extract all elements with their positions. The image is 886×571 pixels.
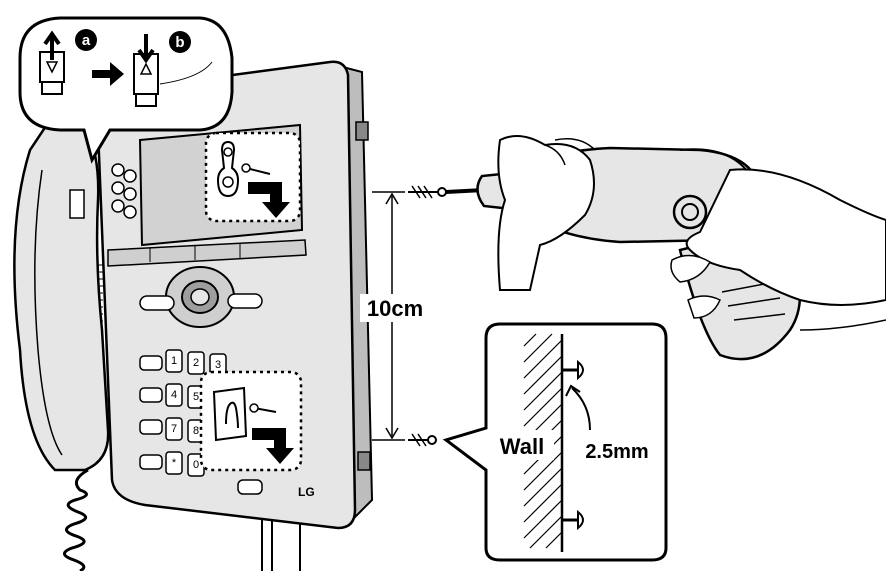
- side-clip-bottom: [357, 451, 371, 471]
- wall-screw-bottom: [408, 433, 437, 447]
- handset: [13, 114, 110, 571]
- display-side-buttons: [111, 163, 137, 219]
- keypad-key-3-label: 3: [215, 359, 221, 371]
- distance-label: 10cm: [367, 296, 423, 321]
- wall-detail-callout: Wall 2.5mm: [442, 322, 668, 562]
- wall-screw-top: [408, 185, 447, 199]
- upper-mount-guide: [204, 131, 302, 223]
- svg-text:b: b: [175, 34, 184, 51]
- keypad-key-0-label: 0: [193, 459, 199, 471]
- arrow-up-icon: [43, 30, 61, 60]
- arrow-down-icon: [137, 34, 155, 64]
- keypad-key-2-label: 2: [193, 357, 199, 369]
- wall-label: Wall: [500, 434, 544, 459]
- gap-arrow: [571, 387, 591, 431]
- lower-mount-guide: [199, 370, 303, 472]
- keypad-key-7-label: 7: [171, 423, 177, 435]
- keypad-key-star: [165, 451, 183, 475]
- marker-b: b: [169, 31, 191, 53]
- bracket-callout: a b: [18, 16, 234, 164]
- right-arrow-icon: [92, 62, 124, 86]
- lower-down-arrow: [252, 428, 294, 464]
- side-clip-top: [355, 121, 369, 141]
- screw-gap-label: 2.5mm: [585, 441, 648, 463]
- keypad-key-8-label: 8: [193, 425, 199, 437]
- navigation-cluster: [139, 266, 263, 328]
- function-keys: [139, 355, 263, 495]
- svg-text:a: a: [82, 32, 91, 49]
- handset-hook: [69, 189, 85, 219]
- keypad-key-7: [165, 417, 183, 441]
- marker-a: a: [75, 29, 97, 51]
- soft-key-strip: [107, 239, 307, 267]
- upper-down-arrow: [248, 182, 290, 218]
- keypad-key-1-label: 1: [171, 355, 177, 367]
- brand-logo: LG: [298, 485, 315, 499]
- keypad-key-5-label: 5: [193, 391, 199, 403]
- screw-head-bottom: [562, 509, 584, 531]
- keypad-key-2: [187, 351, 205, 375]
- handset-coiled-cord: [63, 468, 89, 571]
- keypad-key-1: [165, 349, 183, 373]
- keypad-key-4: [165, 383, 183, 407]
- screwdriver-with-hands: [445, 135, 886, 361]
- bracket-after: [133, 34, 159, 107]
- screw-head-top: [562, 359, 584, 381]
- bottom-cables: [261, 520, 301, 571]
- keypad-key-star-label: *: [172, 457, 177, 469]
- bracket-before: [39, 30, 65, 95]
- keypad-key-4-label: 4: [171, 389, 177, 401]
